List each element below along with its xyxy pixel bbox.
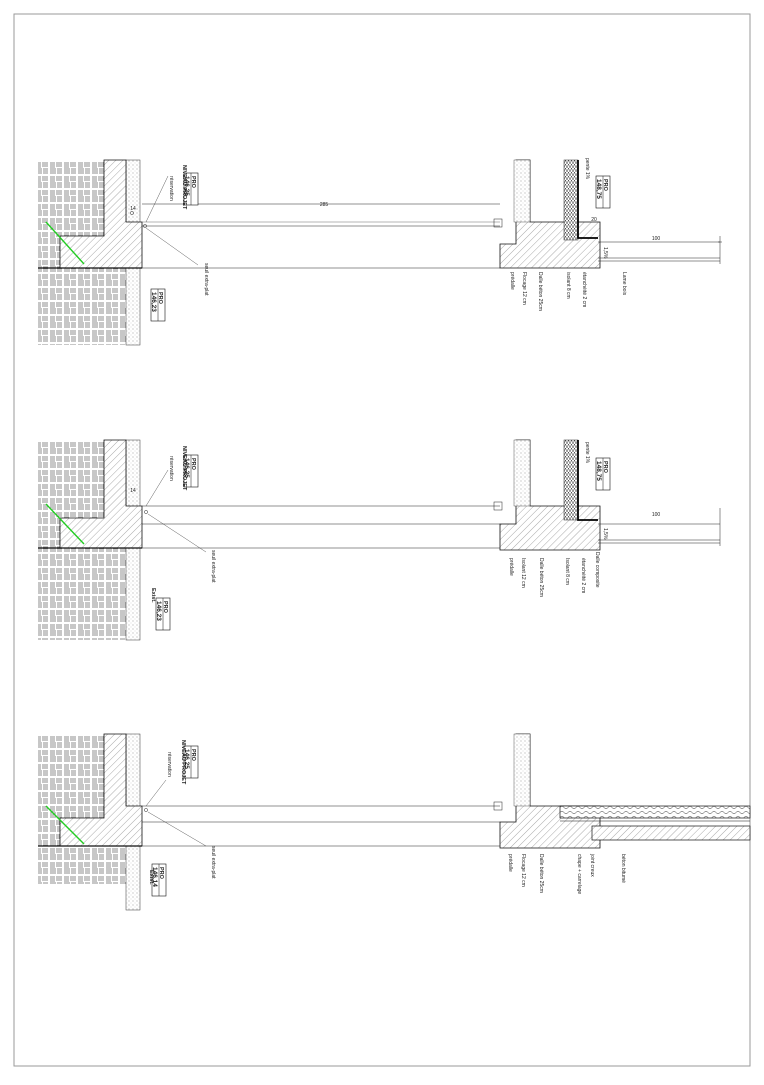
layer-label: Isolant 8 cm: [564, 558, 570, 585]
layer-label: prédalle: [508, 558, 514, 576]
leader-label: réservation: [166, 752, 172, 777]
render-layer: [513, 733, 531, 807]
svg-text:PRO: PRO: [162, 601, 168, 614]
leader-label: réservation: [168, 176, 174, 201]
svg-text:NIVEAU PROJET: NIVEAU PROJET: [181, 446, 187, 491]
layer-label: prédalle: [509, 272, 515, 290]
slope-accent: [45, 805, 85, 845]
layer-label: Dalle composite: [594, 552, 600, 588]
render-layer: [513, 439, 531, 507]
svg-text:Exist.: Exist.: [150, 588, 156, 603]
level-tag-top: PRO 146,25: [183, 172, 199, 206]
svg-text:146,25: 146,25: [183, 176, 190, 196]
level-tag-bottom: PRO 146,14: [151, 863, 167, 897]
layer-label: Flocage 12 cm: [521, 272, 527, 305]
svg-text:146,23: 146,23: [150, 292, 157, 312]
layer-label: Dalle béton 25cm: [537, 272, 543, 311]
leader-label: seuil extra-plat: [210, 846, 216, 879]
waterproofing-layer: [577, 160, 598, 239]
svg-text:Exist.: Exist.: [148, 870, 154, 885]
svg-text:146,25: 146,25: [183, 749, 190, 769]
level-tag-bottom: PRO 146,23: [150, 288, 166, 322]
slope-accent: [45, 503, 85, 545]
svg-text:1,5%: 1,5%: [602, 528, 608, 540]
svg-text:PRO: PRO: [157, 292, 163, 305]
svg-text:PRO: PRO: [190, 176, 196, 189]
level-tag-top: PRO 146,25: [183, 454, 199, 488]
layer-label: étanchéité 2 cm: [581, 272, 587, 307]
svg-text:PRO: PRO: [158, 867, 164, 880]
layer-label: Dalle béton 25cm: [538, 558, 544, 597]
svg-text:146,25: 146,25: [183, 458, 190, 478]
svg-text:146,23: 146,23: [155, 601, 162, 621]
insulation-layer: [563, 159, 579, 241]
svg-text:pente 1%: pente 1%: [584, 158, 590, 180]
svg-text:PRO: PRO: [190, 458, 196, 471]
svg-text:pente 1%: pente 1%: [584, 442, 590, 464]
svg-text:148,75: 148,75: [595, 461, 602, 481]
section-2: 14 100 seuil extra-plat réservation PRO …: [38, 439, 721, 641]
leader-label: seuil extra-plat: [210, 550, 216, 583]
section-1: 285 14 100 20 seuil extra-plat réservati…: [38, 158, 722, 346]
sheet-border: [13, 13, 751, 1067]
layer-label: béton bitumé: [620, 854, 626, 883]
layer-label: Dalle béton 25cm: [538, 854, 544, 893]
svg-text:1,5%: 1,5%: [602, 247, 608, 259]
leader-label: réservation: [168, 456, 174, 481]
svg-text:PRO: PRO: [190, 749, 196, 762]
waterproofing-layer: [577, 440, 598, 521]
dimension-overhang: 100: [652, 512, 661, 518]
dimension-span: 285: [320, 202, 329, 208]
layer-label: joint creux: [589, 853, 595, 877]
level-tag-bottom: PRO 146,23: [155, 597, 171, 631]
dimension-offset: 14: [130, 206, 136, 212]
dimension-offset: 14: [130, 488, 136, 494]
leader-label: seuil extra-plat: [203, 263, 209, 296]
layer-label: Flocage 12 cm: [520, 854, 526, 887]
dimension-overhang: 100: [652, 236, 661, 242]
svg-text:NIVEAU PROJET: NIVEAU PROJET: [181, 165, 187, 210]
tile-layer: [591, 825, 751, 841]
svg-text:146,14: 146,14: [151, 867, 158, 887]
section-3: seuil extra-plat réservation PRO 146,25 …: [38, 733, 751, 911]
insulation-layer: [563, 439, 579, 521]
level-tag-right: PRO 148,75: [595, 457, 611, 491]
level-tag-right: PRO 148,75: [595, 175, 611, 209]
layer-label: isolant 8 cm: [565, 272, 571, 299]
layer-label: chape + carrelage: [576, 854, 582, 894]
svg-text:NIVEAU PROJET: NIVEAU PROJET: [180, 740, 186, 785]
layer-label: Isolant 12 cm: [520, 558, 526, 588]
svg-text:148,75: 148,75: [595, 179, 602, 199]
slope-accent: [45, 221, 85, 265]
svg-text:PRO: PRO: [602, 461, 608, 474]
layer-label: étanchéité 2 cm: [580, 558, 586, 593]
layer-label: Lame bois: [621, 272, 627, 296]
svg-text:PRO: PRO: [602, 179, 608, 192]
level-tag-top: PRO 146,25: [183, 745, 199, 779]
screed-layer: [559, 805, 751, 819]
layer-label: prédalle: [507, 854, 513, 872]
render-layer: [513, 159, 531, 223]
dimension-step: 20: [591, 217, 597, 223]
